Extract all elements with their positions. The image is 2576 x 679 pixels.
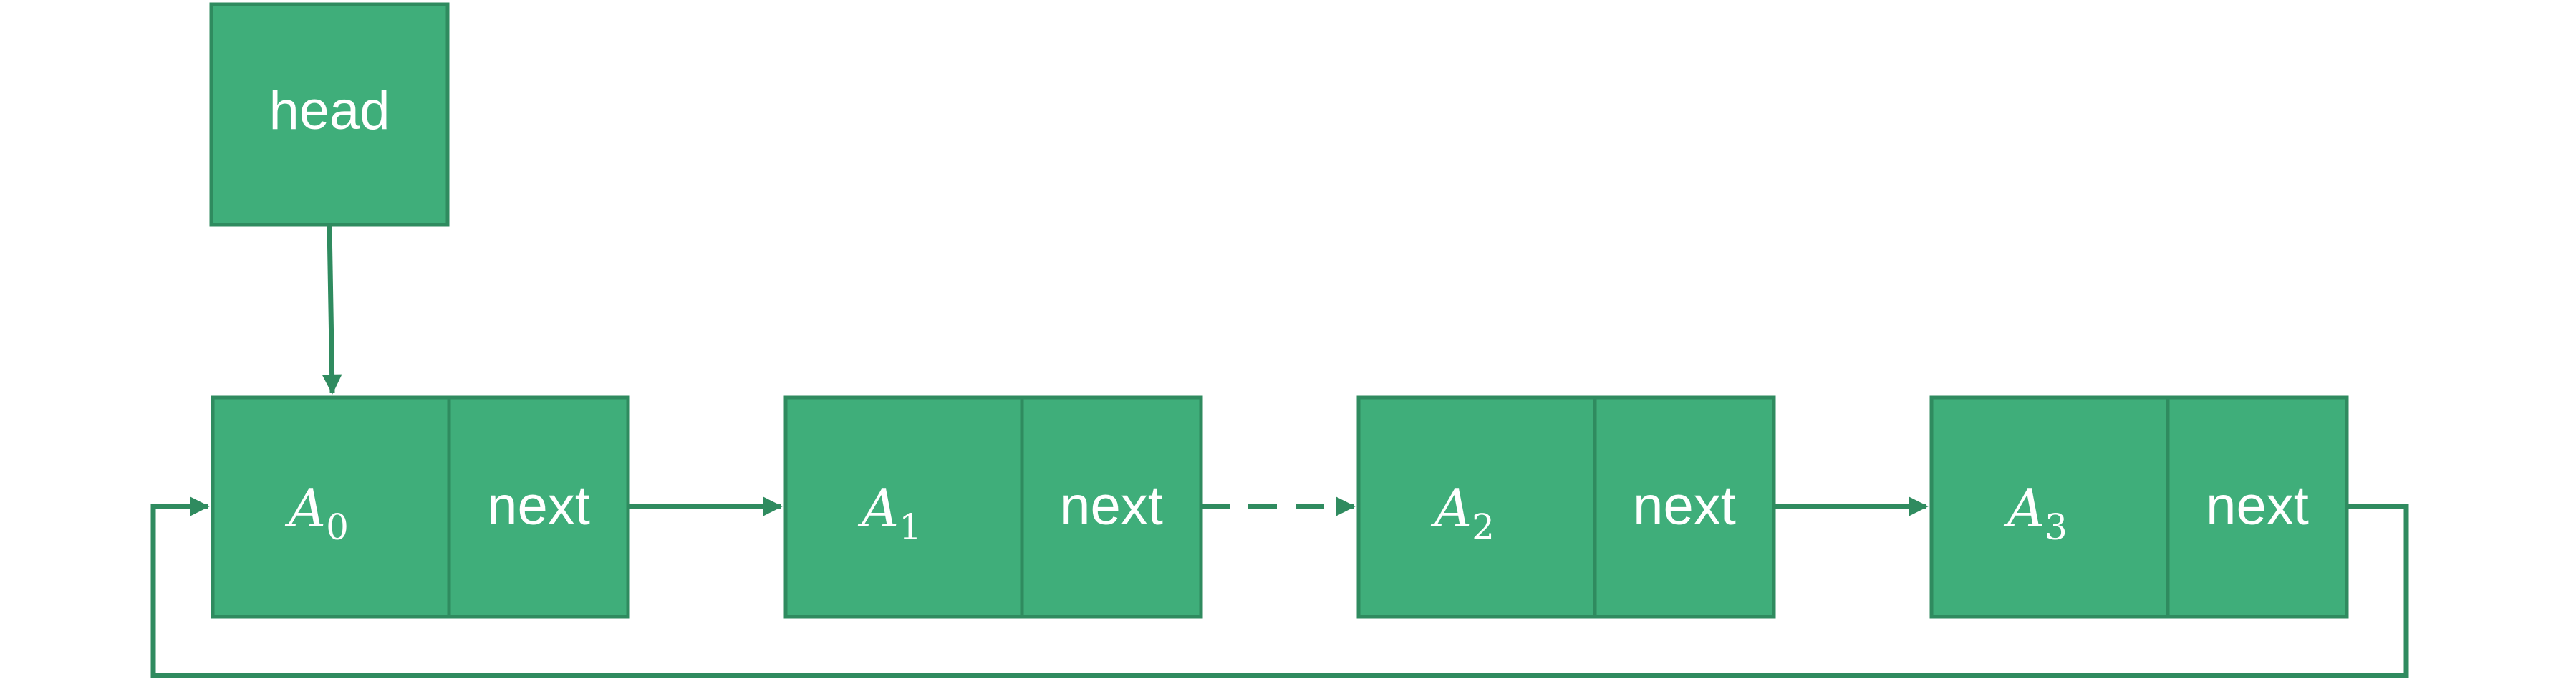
data-label-3: A3 [2003,478,2068,548]
data-cell-1 [783,395,1024,619]
head-node: head [209,2,450,227]
next-label-3: next [2206,476,2309,536]
list-node-3: A3 next [1929,395,2349,619]
data-cell-3 [1929,395,2170,619]
next-cell-1 [1020,395,1203,619]
next-cell-0 [447,395,630,619]
node-3-to-node-0-loop-arrow [150,496,2409,678]
next-cell-2 [1593,395,1776,619]
head-to-node-0-arrow [322,224,342,395]
list-node-2: A2 next [1356,395,1776,619]
next-label-0: next [487,476,590,536]
data-cell-0 [211,395,451,619]
data-label-1: A1 [857,478,922,548]
list-node-0: A0 next [211,395,630,619]
head-label: head [269,80,390,141]
next-label-1: next [1060,476,1163,536]
data-label-2: A2 [1430,478,1495,548]
list-node-1: A1 next [783,395,1203,619]
next-label-2: next [1633,476,1736,536]
data-label-0: A0 [284,478,349,548]
data-cell-2 [1356,395,1597,619]
